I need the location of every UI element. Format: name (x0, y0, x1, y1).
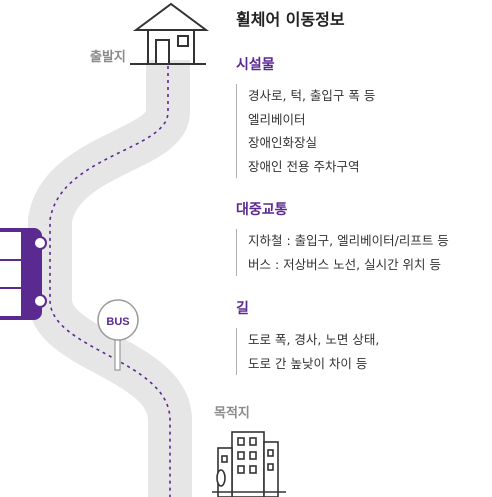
list-item: 장애인화장실 (248, 135, 318, 150)
section-public-transport: 대중교통 지하철 : 출입구, 엘리베이터/리프트 등 버스 : 저상버스 노선… (236, 199, 449, 276)
list-item: 버스 : 저상버스 노선, 실시간 위치 등 (248, 256, 442, 272)
section-heading: 길 (236, 301, 249, 317)
start-label: 출발지 (90, 50, 126, 65)
list-item: 도로 간 높낮이 차이 등 (248, 355, 368, 371)
section-facilities: 시설물 경사로, 턱, 출입구 폭 등 엘리베이터 장애인화장실 장애인 전용 … (236, 54, 375, 178)
bus-stop-label: BUS (106, 316, 129, 328)
list-item: 경사로, 턱, 출입구 폭 등 (248, 88, 376, 103)
section-road: 길 도로 폭, 경사, 노면 상태, 도로 간 높낮이 차이 등 (236, 298, 379, 375)
section-heading: 시설물 (236, 57, 275, 73)
section-heading: 대중교통 (236, 202, 288, 218)
road (27, 60, 192, 497)
public-transport-list: 지하철 : 출입구, 엘리베이터/리프트 등 버스 : 저상버스 노선, 실시간… (236, 229, 449, 276)
bus-stop-sign-icon: BUS (97, 299, 139, 371)
facilities-list: 경사로, 턱, 출입구 폭 등 엘리베이터 장애인화장실 장애인 전용 주차구역 (236, 84, 375, 178)
list-item: 지하철 : 출입구, 엘리베이터/리프트 등 (248, 233, 449, 248)
bus-icon (0, 228, 47, 320)
list-item: 도로 폭, 경사, 노면 상태, (248, 332, 380, 347)
building-icon (212, 431, 286, 497)
list-item: 엘리베이터 (248, 111, 306, 127)
road-list: 도로 폭, 경사, 노면 상태, 도로 간 높낮이 차이 등 (236, 328, 379, 375)
destination-label: 목적지 (214, 406, 250, 421)
house-icon (130, 2, 210, 65)
list-item: 장애인 전용 주차구역 (248, 158, 360, 174)
page-title: 휠체어 이동정보 (236, 10, 345, 29)
